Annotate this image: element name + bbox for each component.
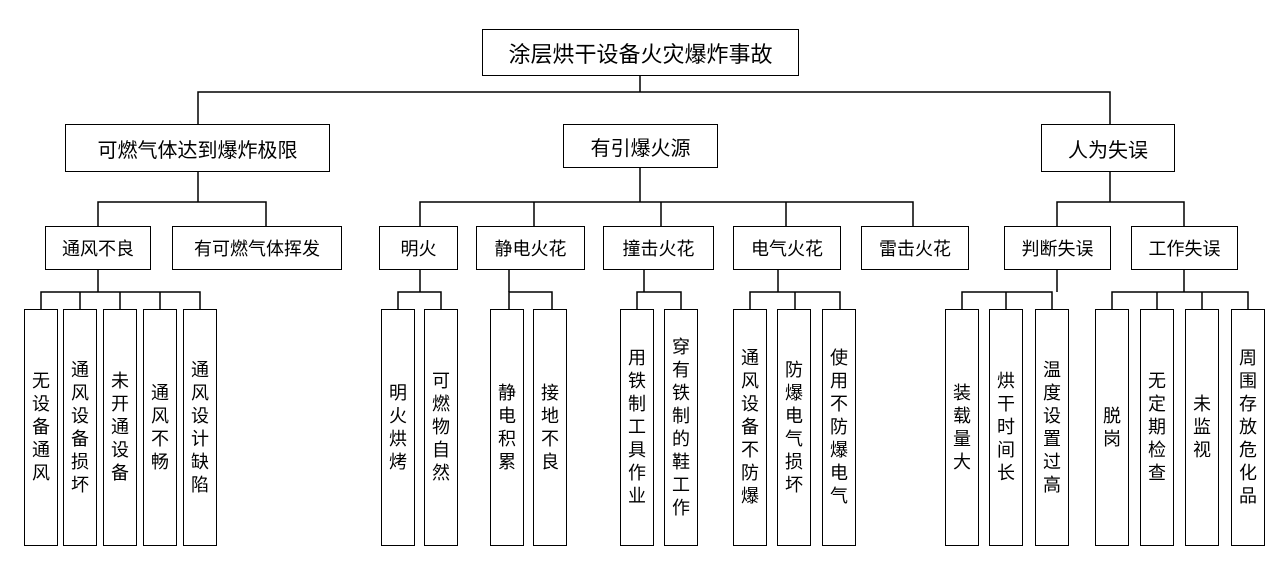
leaf-node: 无设备通风: [24, 309, 58, 546]
leaf-node: 静电积累: [490, 309, 524, 546]
root-label: 涂层烘干设备火灾爆炸事故: [508, 42, 773, 68]
branch-label: 可燃气体达到爆炸极限: [97, 137, 298, 162]
leaf-label: 装载量大: [953, 382, 971, 473]
leaf-label: 烘干时间长: [997, 371, 1015, 484]
leaf-node: 温度设置过高: [1035, 309, 1069, 546]
leaf-node: 未开通设备: [103, 309, 137, 546]
branch-node-human-error: 人为失误: [1041, 124, 1175, 172]
leaf-label: 通风设备不防爆: [741, 348, 759, 507]
leaf-label: 明火烘烤: [389, 382, 407, 473]
leaf-node: 周围存放危化品: [1231, 309, 1265, 546]
connector-gas-bar: [97, 201, 267, 226]
leaf-label: 静电积累: [498, 382, 516, 473]
node-judgment-error: 判断失误: [1004, 226, 1111, 270]
node-label: 有可燃气体挥发: [194, 239, 320, 260]
node-static-spark: 静电火花: [476, 226, 585, 270]
leaf-label: 用铁制工具作业: [628, 348, 646, 507]
leaf-node: 接地不良: [533, 309, 567, 546]
leaf-label: 未开通设备: [111, 371, 129, 484]
leaf-label: 接地不良: [541, 382, 559, 473]
node-label: 判断失误: [1021, 239, 1094, 260]
node-volatile-gas: 有可燃气体挥发: [172, 226, 342, 270]
leaf-label: 穿有铁制的鞋工作: [672, 336, 690, 519]
node-label: 静电火花: [494, 239, 567, 260]
node-electric-spark: 电气火花: [733, 226, 841, 270]
leaf-node: 装载量大: [945, 309, 979, 546]
leaf-node: 通风设备不防爆: [733, 309, 767, 546]
leaf-label: 通风设计缺陷: [191, 359, 209, 496]
node-label: 通风不良: [62, 239, 134, 260]
leaf-label: 通风不畅: [151, 382, 169, 473]
leaf-node: 脱岗: [1095, 309, 1129, 546]
branch-label: 人为失误: [1068, 137, 1148, 162]
node-label: 撞击火花: [622, 239, 695, 260]
leaf-label: 通风设备损坏: [71, 359, 89, 496]
leaf-label: 无设备通风: [32, 371, 50, 484]
leaf-node: 使用不防爆电气: [822, 309, 856, 546]
node-open-fire: 明火: [379, 226, 458, 270]
connector-level1-bar: [197, 91, 1111, 124]
node-impact-spark: 撞击火花: [603, 226, 714, 270]
leaf-node: 明火烘烤: [381, 309, 415, 546]
leaf-node: 通风设计缺陷: [183, 309, 217, 546]
leaf-node: 可燃物自然: [424, 309, 458, 546]
root-node: 涂层烘干设备火灾爆炸事故: [482, 29, 799, 76]
leaf-label: 周围存放危化品: [1239, 348, 1257, 507]
leaf-node: 防爆电气损坏: [777, 309, 811, 546]
leaf-label: 温度设置过高: [1043, 359, 1061, 496]
leaf-label: 使用不防爆电气: [830, 348, 848, 507]
leaf-label: 脱岗: [1103, 405, 1121, 450]
leaf-node: 烘干时间长: [989, 309, 1023, 546]
branch-node-flammable-gas: 可燃气体达到爆炸极限: [65, 124, 330, 172]
node-ventilation: 通风不良: [45, 226, 151, 270]
connector-human-bar: [1056, 201, 1185, 226]
leaf-label: 无定期检查: [1148, 371, 1166, 484]
leaf-label: 未监视: [1193, 394, 1211, 461]
node-label: 工作失误: [1148, 239, 1221, 260]
node-lightning-spark: 雷击火花: [861, 226, 969, 270]
connector-ignition-bar: [419, 201, 914, 226]
leaf-node: 通风设备损坏: [63, 309, 97, 546]
leaf-label: 防爆电气损坏: [785, 359, 803, 496]
leaf-node: 未监视: [1185, 309, 1219, 546]
branch-label: 有引爆火源: [590, 135, 691, 160]
leaf-node: 穿有铁制的鞋工作: [664, 309, 698, 546]
node-label: 雷击火花: [879, 239, 951, 260]
node-label: 电气火花: [751, 239, 823, 260]
leaf-label: 可燃物自然: [432, 371, 450, 484]
leaf-node: 通风不畅: [143, 309, 177, 546]
node-label: 明火: [400, 239, 437, 260]
branch-node-ignition-source: 有引爆火源: [563, 124, 718, 168]
leaf-node: 用铁制工具作业: [620, 309, 654, 546]
node-work-error: 工作失误: [1131, 226, 1238, 270]
leaf-node: 无定期检查: [1140, 309, 1174, 546]
